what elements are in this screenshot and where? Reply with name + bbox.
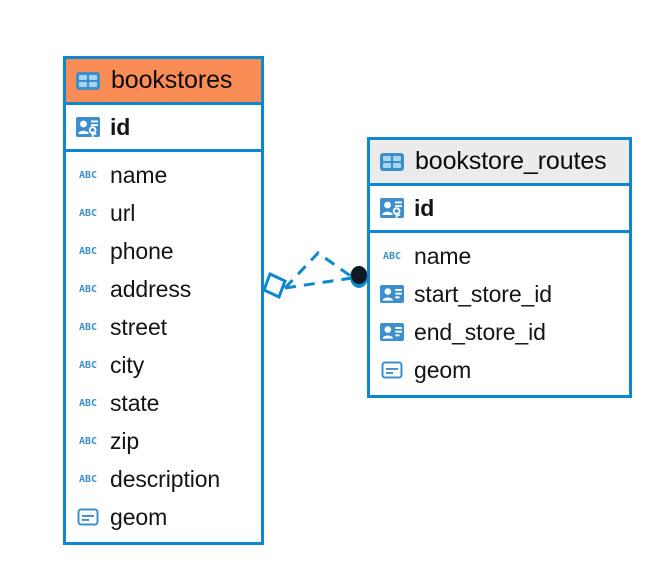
text-abc-icon: ABC bbox=[75, 352, 101, 378]
field-label: address bbox=[110, 275, 192, 302]
entity-title: bookstores bbox=[111, 66, 233, 94]
text-abc-icon: ABC bbox=[75, 238, 101, 264]
entity-title: bookstore_routes bbox=[415, 147, 607, 175]
text-abc-icon: ABC bbox=[75, 466, 101, 492]
text-abc-icon: ABC bbox=[75, 162, 101, 188]
field-label: name bbox=[110, 161, 168, 188]
field-label: state bbox=[110, 389, 160, 416]
field-row-start-store-id[interactable]: start_store_id bbox=[370, 275, 629, 313]
primary-key-icon bbox=[379, 195, 405, 221]
field-row-name[interactable]: ABC name bbox=[66, 156, 261, 194]
svg-text:ABC: ABC bbox=[79, 398, 97, 409]
field-label: zip bbox=[110, 427, 140, 454]
field-label: name bbox=[414, 242, 472, 269]
field-label: id bbox=[110, 113, 131, 140]
entity-bookstores[interactable]: bookstores id bbox=[63, 56, 264, 545]
field-row-url[interactable]: ABC url bbox=[66, 194, 261, 232]
foreign-key-icon bbox=[379, 281, 405, 307]
svg-text:ABC: ABC bbox=[79, 322, 97, 333]
field-label: url bbox=[110, 199, 136, 226]
field-label: id bbox=[414, 194, 435, 221]
relationship-line-upper bbox=[283, 251, 353, 290]
svg-text:ABC: ABC bbox=[79, 284, 97, 295]
field-label: geom bbox=[110, 503, 168, 530]
diamond-marker bbox=[262, 271, 287, 300]
text-abc-icon: ABC bbox=[75, 390, 101, 416]
field-row-zip[interactable]: ABC zip bbox=[66, 422, 261, 460]
field-row-id[interactable]: id bbox=[370, 186, 629, 230]
svg-text:ABC: ABC bbox=[79, 208, 97, 219]
field-label: start_store_id bbox=[414, 280, 552, 307]
fields-section: ABC name ABC url ABC p bbox=[66, 152, 261, 542]
field-row-end-store-id[interactable]: end_store_id bbox=[370, 313, 629, 351]
field-label: description bbox=[110, 465, 221, 492]
svg-text:ABC: ABC bbox=[79, 170, 97, 181]
field-row-name[interactable]: ABC name bbox=[370, 237, 629, 275]
primary-key-icon bbox=[75, 114, 101, 140]
entity-header-bookstores[interactable]: bookstores bbox=[66, 59, 261, 105]
relationship-line-lower bbox=[284, 276, 353, 290]
field-row-id[interactable]: id bbox=[66, 105, 261, 149]
entity-header-bookstore-routes[interactable]: bookstore_routes bbox=[370, 140, 629, 186]
text-abc-icon: ABC bbox=[75, 200, 101, 226]
table-icon bbox=[379, 149, 405, 175]
primary-key-section: id bbox=[66, 105, 261, 152]
fields-section: ABC name start_store_id bbox=[370, 233, 629, 395]
field-label: phone bbox=[110, 237, 174, 264]
text-abc-icon: ABC bbox=[75, 276, 101, 302]
field-row-state[interactable]: ABC state bbox=[66, 384, 261, 422]
svg-text:ABC: ABC bbox=[79, 360, 97, 371]
field-row-geom[interactable]: geom bbox=[66, 498, 261, 536]
field-row-geom[interactable]: geom bbox=[370, 351, 629, 389]
text-abc-icon: ABC bbox=[379, 243, 405, 269]
filled-circle-marker bbox=[350, 266, 368, 288]
field-label: city bbox=[110, 351, 145, 378]
field-row-address[interactable]: ABC address bbox=[66, 270, 261, 308]
field-row-street[interactable]: ABC street bbox=[66, 308, 261, 346]
text-abc-icon: ABC bbox=[75, 428, 101, 454]
geometry-icon bbox=[379, 357, 405, 383]
geometry-icon bbox=[75, 504, 101, 530]
field-label: geom bbox=[414, 356, 472, 383]
svg-text:ABC: ABC bbox=[79, 246, 97, 257]
entity-bookstore-routes[interactable]: bookstore_routes id bbox=[367, 137, 632, 398]
field-row-description[interactable]: ABC description bbox=[66, 460, 261, 498]
field-row-city[interactable]: ABC city bbox=[66, 346, 261, 384]
svg-text:ABC: ABC bbox=[79, 436, 97, 447]
primary-key-section: id bbox=[370, 186, 629, 233]
field-label: end_store_id bbox=[414, 318, 546, 345]
foreign-key-icon bbox=[379, 319, 405, 345]
table-icon bbox=[75, 68, 101, 94]
svg-text:ABC: ABC bbox=[383, 251, 401, 262]
text-abc-icon: ABC bbox=[75, 314, 101, 340]
field-label: street bbox=[110, 313, 167, 340]
field-row-phone[interactable]: ABC phone bbox=[66, 232, 261, 270]
svg-text:ABC: ABC bbox=[79, 474, 97, 485]
